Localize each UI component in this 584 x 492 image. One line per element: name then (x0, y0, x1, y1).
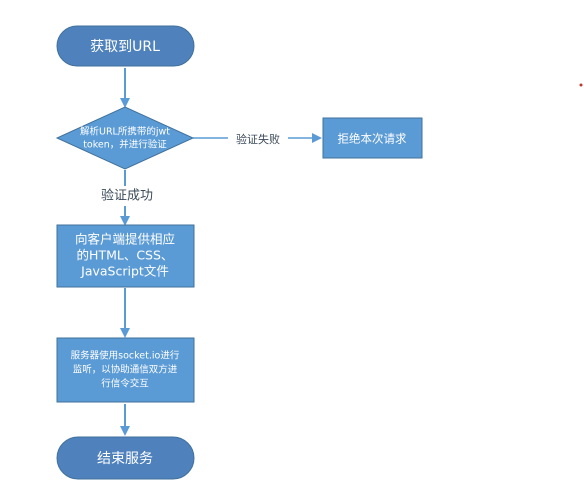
socket-label-line-2: 监听，以协助通信双方进 (73, 364, 178, 376)
end-label: 结束服务 (97, 451, 153, 467)
end-terminal-shape (56, 436, 195, 480)
socket-label-line-1: 服务器使用socket.io进行 (71, 350, 180, 362)
start-terminal-shape (56, 25, 195, 67)
socket-label-line-3: 行信令交互 (101, 378, 149, 390)
serve-files-node: 向客户端提供相应 的HTML、CSS、 JavaScript文件 (56, 224, 195, 288)
socket-listen-node: 服务器使用socket.io进行 监听，以协助通信双方进 行信令交互 (56, 337, 195, 403)
start-node: 获取到URL (56, 25, 195, 67)
verify-label-line-1: 解析URL所携带的jwt (80, 126, 170, 138)
socket-box-shape (56, 337, 195, 403)
edge-label-success: 验证成功 (101, 188, 153, 204)
reject-label: 拒绝本次请求 (338, 132, 407, 146)
reject-node: 拒绝本次请求 (322, 117, 423, 159)
red-dot-marker (579, 83, 583, 87)
serve-label-line-1: 向客户端提供相应 (75, 232, 175, 247)
verify-decision-node: 解析URL所携带的jwt token，并进行验证 (55, 106, 195, 170)
serve-label-line-2: 的HTML、CSS、 (77, 248, 174, 263)
start-label: 获取到URL (90, 39, 160, 55)
verify-diamond-shape (55, 106, 195, 170)
verify-label-line-2: token，并进行验证 (83, 139, 167, 151)
serve-box-shape (56, 224, 195, 288)
edges (120, 68, 322, 436)
edge-label-fail: 验证失败 (236, 132, 280, 146)
end-node: 结束服务 (56, 436, 195, 480)
edge-label-background (228, 130, 288, 148)
reject-box-shape (322, 117, 423, 159)
serve-label-line-3: JavaScript文件 (80, 264, 169, 279)
